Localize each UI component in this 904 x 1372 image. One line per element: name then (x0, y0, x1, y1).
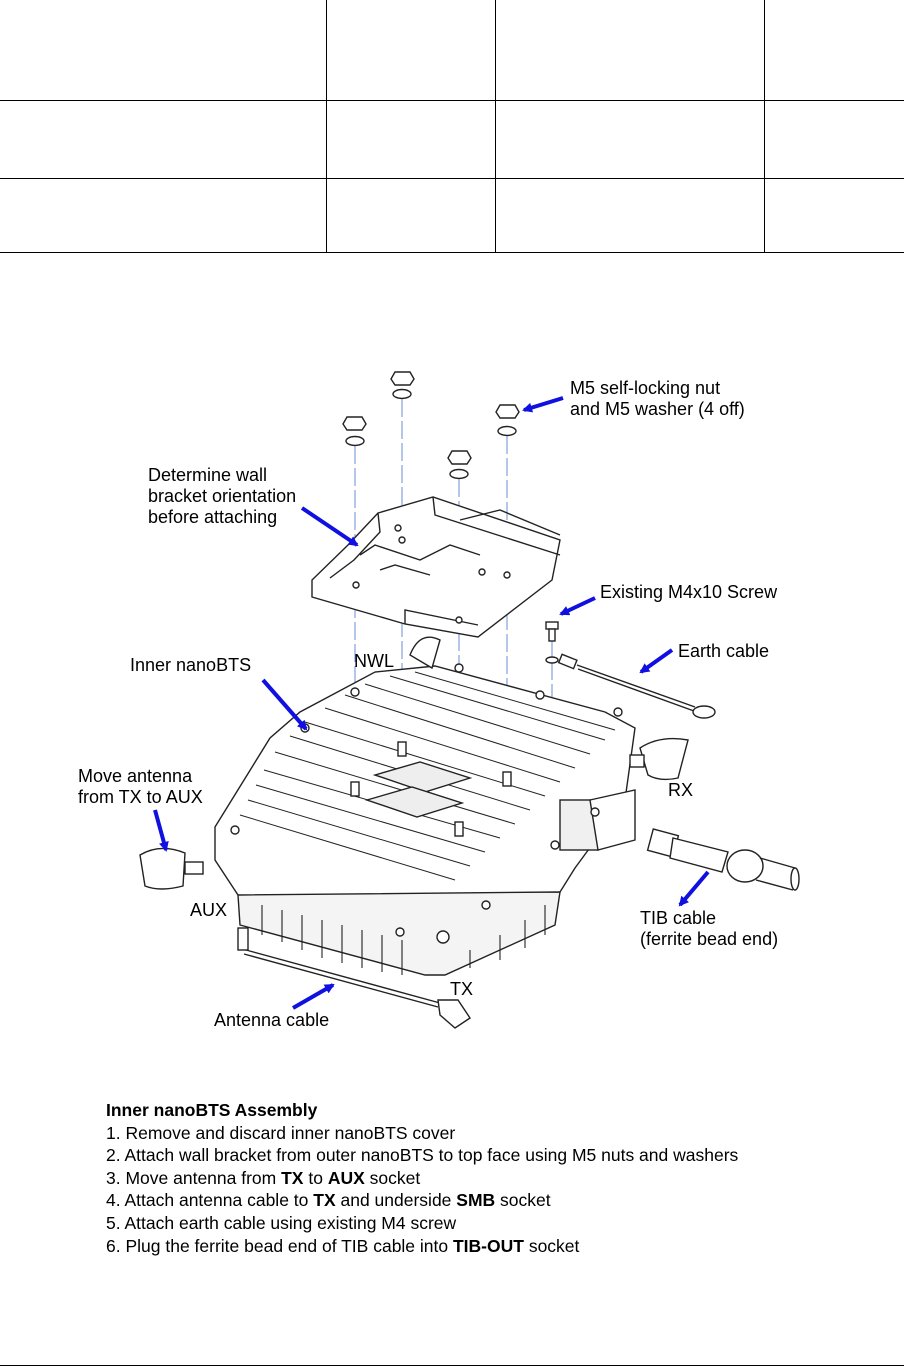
label-nwl: NWL (354, 651, 394, 671)
antenna-cable (237, 927, 471, 1029)
label-move-antenna: Move antenna from TX to AUX (78, 766, 203, 807)
label-screw: Existing M4x10 Screw (600, 582, 778, 602)
earth-cable (557, 653, 716, 719)
step-1: 1. Remove and discard inner nanoBTS cove… (106, 1122, 456, 1143)
table-cell (325, 0, 497, 101)
nuts-and-washers (342, 371, 520, 480)
antenna-knob-rx (629, 737, 689, 781)
label-tx: TX (450, 979, 474, 999)
arrow-icon (292, 983, 335, 1010)
step-4: 4. Attach antenna cable to TX and unders… (106, 1190, 551, 1211)
callout-arrows (153, 396, 710, 1010)
label-rx: RX (668, 780, 694, 800)
table-cell (764, 178, 904, 253)
table-cell (325, 178, 497, 253)
step-2: 2. Attach wall bracket from outer nanoBT… (106, 1145, 739, 1166)
m4-screw (545, 621, 559, 664)
nwl-knob (409, 636, 441, 670)
arrow-icon (153, 809, 169, 852)
header-table (0, 0, 904, 253)
nut-icon (447, 450, 472, 480)
assembly-figure: M5 self-locking nut and M5 washer (4 off… (78, 371, 800, 1030)
label-inner-nanobts: Inner nanoBTS (130, 655, 252, 675)
table-cell (0, 100, 327, 179)
arrow-icon (559, 596, 596, 616)
label-bracket: Determine wall bracket orientation befor… (148, 465, 297, 527)
label-aux: AUX (190, 900, 228, 920)
antenna-knob-aux (139, 847, 204, 890)
table-row (0, 100, 904, 179)
instructions-heading: Inner nanoBTS Assembly (106, 1100, 318, 1120)
table-cell (0, 178, 327, 253)
nut-icon (390, 371, 415, 400)
step-5: 5. Attach earth cable using existing M4 … (106, 1212, 457, 1233)
arrow-icon (261, 678, 308, 731)
nanobts-body (214, 663, 636, 976)
arrow-icon (522, 396, 564, 413)
assembly-drawing (139, 371, 800, 1029)
step-6: 6. Plug the ferrite bead end of TIB cabl… (106, 1235, 580, 1256)
wall-bracket (311, 496, 561, 638)
assembly-instructions: Inner nanoBTS Assembly 1. Remove and dis… (106, 1099, 738, 1257)
label-nut: M5 self-locking nut and M5 washer (4 off… (570, 378, 745, 419)
label-earth-cable: Earth cable (678, 641, 770, 661)
footer-rule (0, 1365, 904, 1366)
label-tib-cable: TIB cable (ferrite bead end) (640, 908, 779, 949)
arrow-icon (300, 506, 359, 547)
nut-icon (342, 416, 367, 447)
step-3: 3. Move antenna from TX to AUX socket (106, 1167, 421, 1188)
table-cell (0, 0, 327, 101)
table-cell (764, 100, 904, 179)
arrow-icon (639, 648, 674, 674)
nut-icon (495, 404, 520, 437)
table-cell (764, 0, 904, 101)
table-row (0, 178, 904, 253)
table-row (0, 0, 904, 101)
tib-cable (646, 828, 800, 891)
arrow-icon (678, 870, 710, 907)
table-cell (495, 0, 766, 101)
label-antenna-cable: Antenna cable (214, 1010, 330, 1030)
